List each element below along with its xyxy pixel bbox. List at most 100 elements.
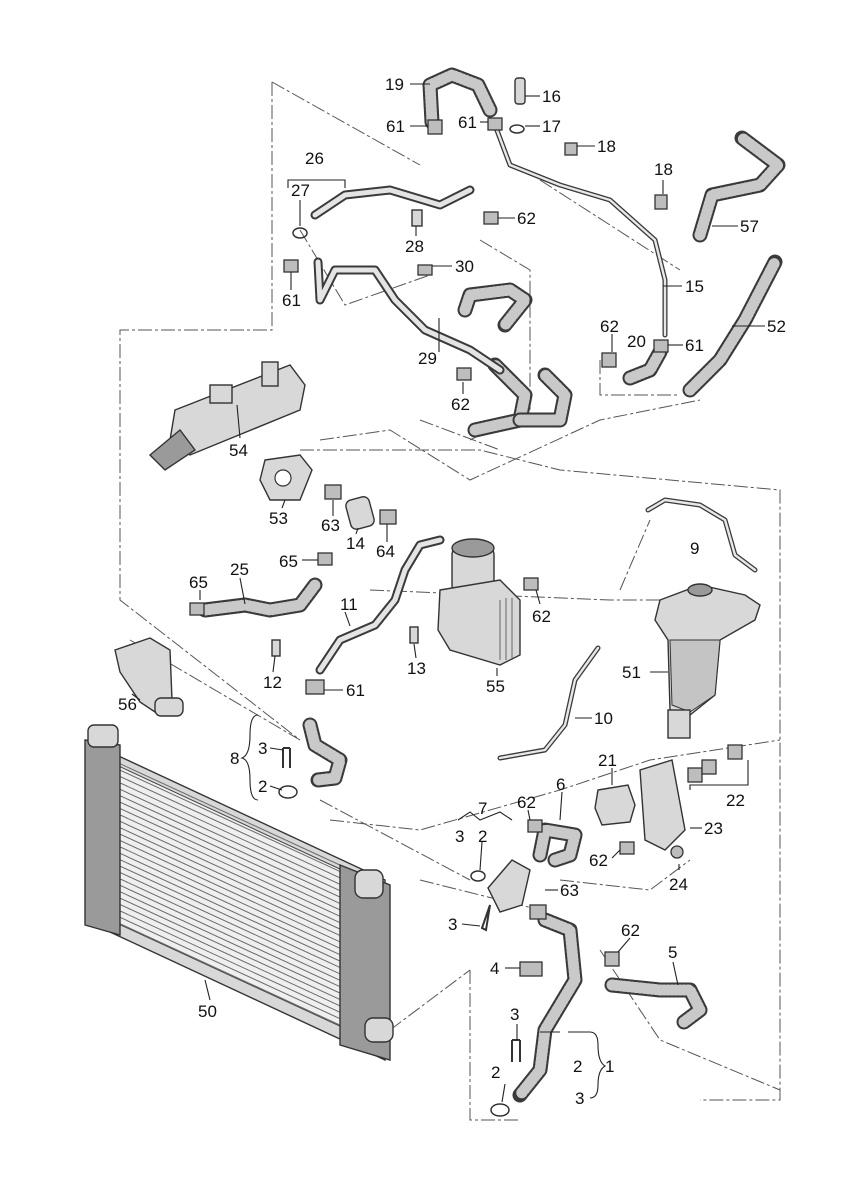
callout-23: 23 — [704, 819, 723, 838]
coolant-pump — [594, 744, 743, 859]
callout-17: 17 — [542, 117, 561, 136]
callout-63a: 63 — [321, 516, 340, 535]
callout-28: 28 — [405, 237, 424, 256]
radiator-fin — [111, 772, 369, 892]
radiator-fin — [111, 849, 369, 969]
thermostat-housing — [114, 637, 184, 717]
callout-18b: 18 — [654, 160, 673, 179]
callout-62g: 62 — [621, 921, 640, 940]
callout-2c: 2 — [491, 1063, 500, 1082]
callout-61e: 61 — [346, 681, 365, 700]
callout-52: 52 — [767, 317, 786, 336]
radiator-fin — [111, 785, 369, 905]
callout-65b: 65 — [279, 552, 298, 571]
radiator-fin — [111, 810, 369, 930]
callout-3a: 3 — [258, 739, 267, 758]
callout-22: 22 — [726, 791, 745, 810]
callout-50: 50 — [198, 1002, 217, 1021]
radiator-fin — [111, 804, 369, 924]
callout-30: 30 — [455, 257, 474, 276]
egr-cooler — [148, 361, 306, 471]
callout-62e: 62 — [517, 793, 536, 812]
radiator-fin — [111, 823, 369, 943]
callout-12: 12 — [263, 673, 282, 692]
callout-3e: 3 — [575, 1089, 584, 1108]
radiator-fin — [111, 881, 369, 1001]
callout-61c: 61 — [282, 291, 301, 310]
callout-13: 13 — [407, 659, 426, 678]
connection-flange — [259, 454, 375, 530]
callout-14: 14 — [346, 534, 365, 553]
radiator-fin — [111, 861, 369, 981]
callout-6: 6 — [556, 775, 565, 794]
leader-lines — [131, 83, 765, 1103]
callout-20: 20 — [627, 332, 646, 351]
radiator-fin — [111, 906, 369, 1026]
radiator-fin — [111, 913, 369, 1033]
radiator-fin — [111, 791, 369, 911]
callout-10: 10 — [594, 709, 613, 728]
callout-3b: 3 — [455, 827, 464, 846]
callout-61b: 61 — [458, 113, 477, 132]
radiator-fin — [111, 765, 369, 885]
radiator-fin — [111, 836, 369, 956]
callout-2a: 2 — [258, 777, 267, 796]
radiator-fin — [111, 829, 369, 949]
callout-62d: 62 — [532, 607, 551, 626]
callout-2d: 2 — [573, 1057, 582, 1076]
callout-65a: 65 — [189, 573, 208, 592]
callout-53: 53 — [269, 509, 288, 528]
callout-55: 55 — [486, 677, 505, 696]
radiator-fin — [111, 874, 369, 994]
callout-1: 1 — [605, 1057, 614, 1076]
callout-11: 11 — [340, 595, 358, 614]
callout-29: 29 — [418, 349, 437, 368]
callout-19: 19 — [385, 75, 404, 94]
callout-8: 8 — [230, 749, 239, 768]
callout-24: 24 — [669, 875, 688, 894]
radiator-fin — [111, 817, 369, 937]
callout-2b: 2 — [478, 827, 487, 846]
callout-61a: 61 — [386, 117, 405, 136]
callout-51: 51 — [622, 663, 641, 682]
radiator-fin — [111, 887, 369, 1007]
callout-7: 7 — [478, 799, 487, 818]
radiator-fin — [111, 797, 369, 917]
callout-18a: 18 — [597, 137, 616, 156]
callout-16: 16 — [542, 87, 561, 106]
callout-62b: 62 — [600, 317, 619, 336]
t-piece — [487, 859, 531, 913]
coolant-hoses — [197, 67, 786, 1103]
callout-9: 9 — [690, 539, 699, 558]
callout-3c: 3 — [448, 915, 457, 934]
callout-25: 25 — [230, 560, 249, 579]
callout-62c: 62 — [451, 395, 470, 414]
callout-15: 15 — [685, 277, 704, 296]
callout-26: 26 — [305, 149, 324, 168]
callout-63b: 63 — [560, 881, 579, 900]
callout-62a: 62 — [517, 209, 536, 228]
radiator-fin — [111, 855, 369, 975]
radiator-fin — [111, 778, 369, 898]
callout-4: 4 — [490, 959, 499, 978]
expansion-tank — [654, 583, 761, 739]
radiator-fin — [111, 900, 369, 1020]
radiator-fin — [111, 893, 369, 1013]
callout-62f: 62 — [589, 851, 608, 870]
coolant-pipes — [310, 122, 758, 761]
small-parts — [189, 77, 669, 1117]
callout-21: 21 — [598, 751, 617, 770]
callout-61d: 61 — [685, 336, 704, 355]
radiator — [84, 724, 394, 1062]
radiator-fin — [111, 919, 369, 1039]
oil-filter-housing — [437, 538, 521, 666]
callout-27: 27 — [291, 181, 310, 200]
callout-64: 64 — [376, 542, 395, 561]
callout-57: 57 — [740, 217, 759, 236]
radiator-fin — [111, 842, 369, 962]
callout-5: 5 — [668, 943, 677, 962]
callout-54: 54 — [229, 441, 248, 460]
callout-3d: 3 — [510, 1005, 519, 1024]
